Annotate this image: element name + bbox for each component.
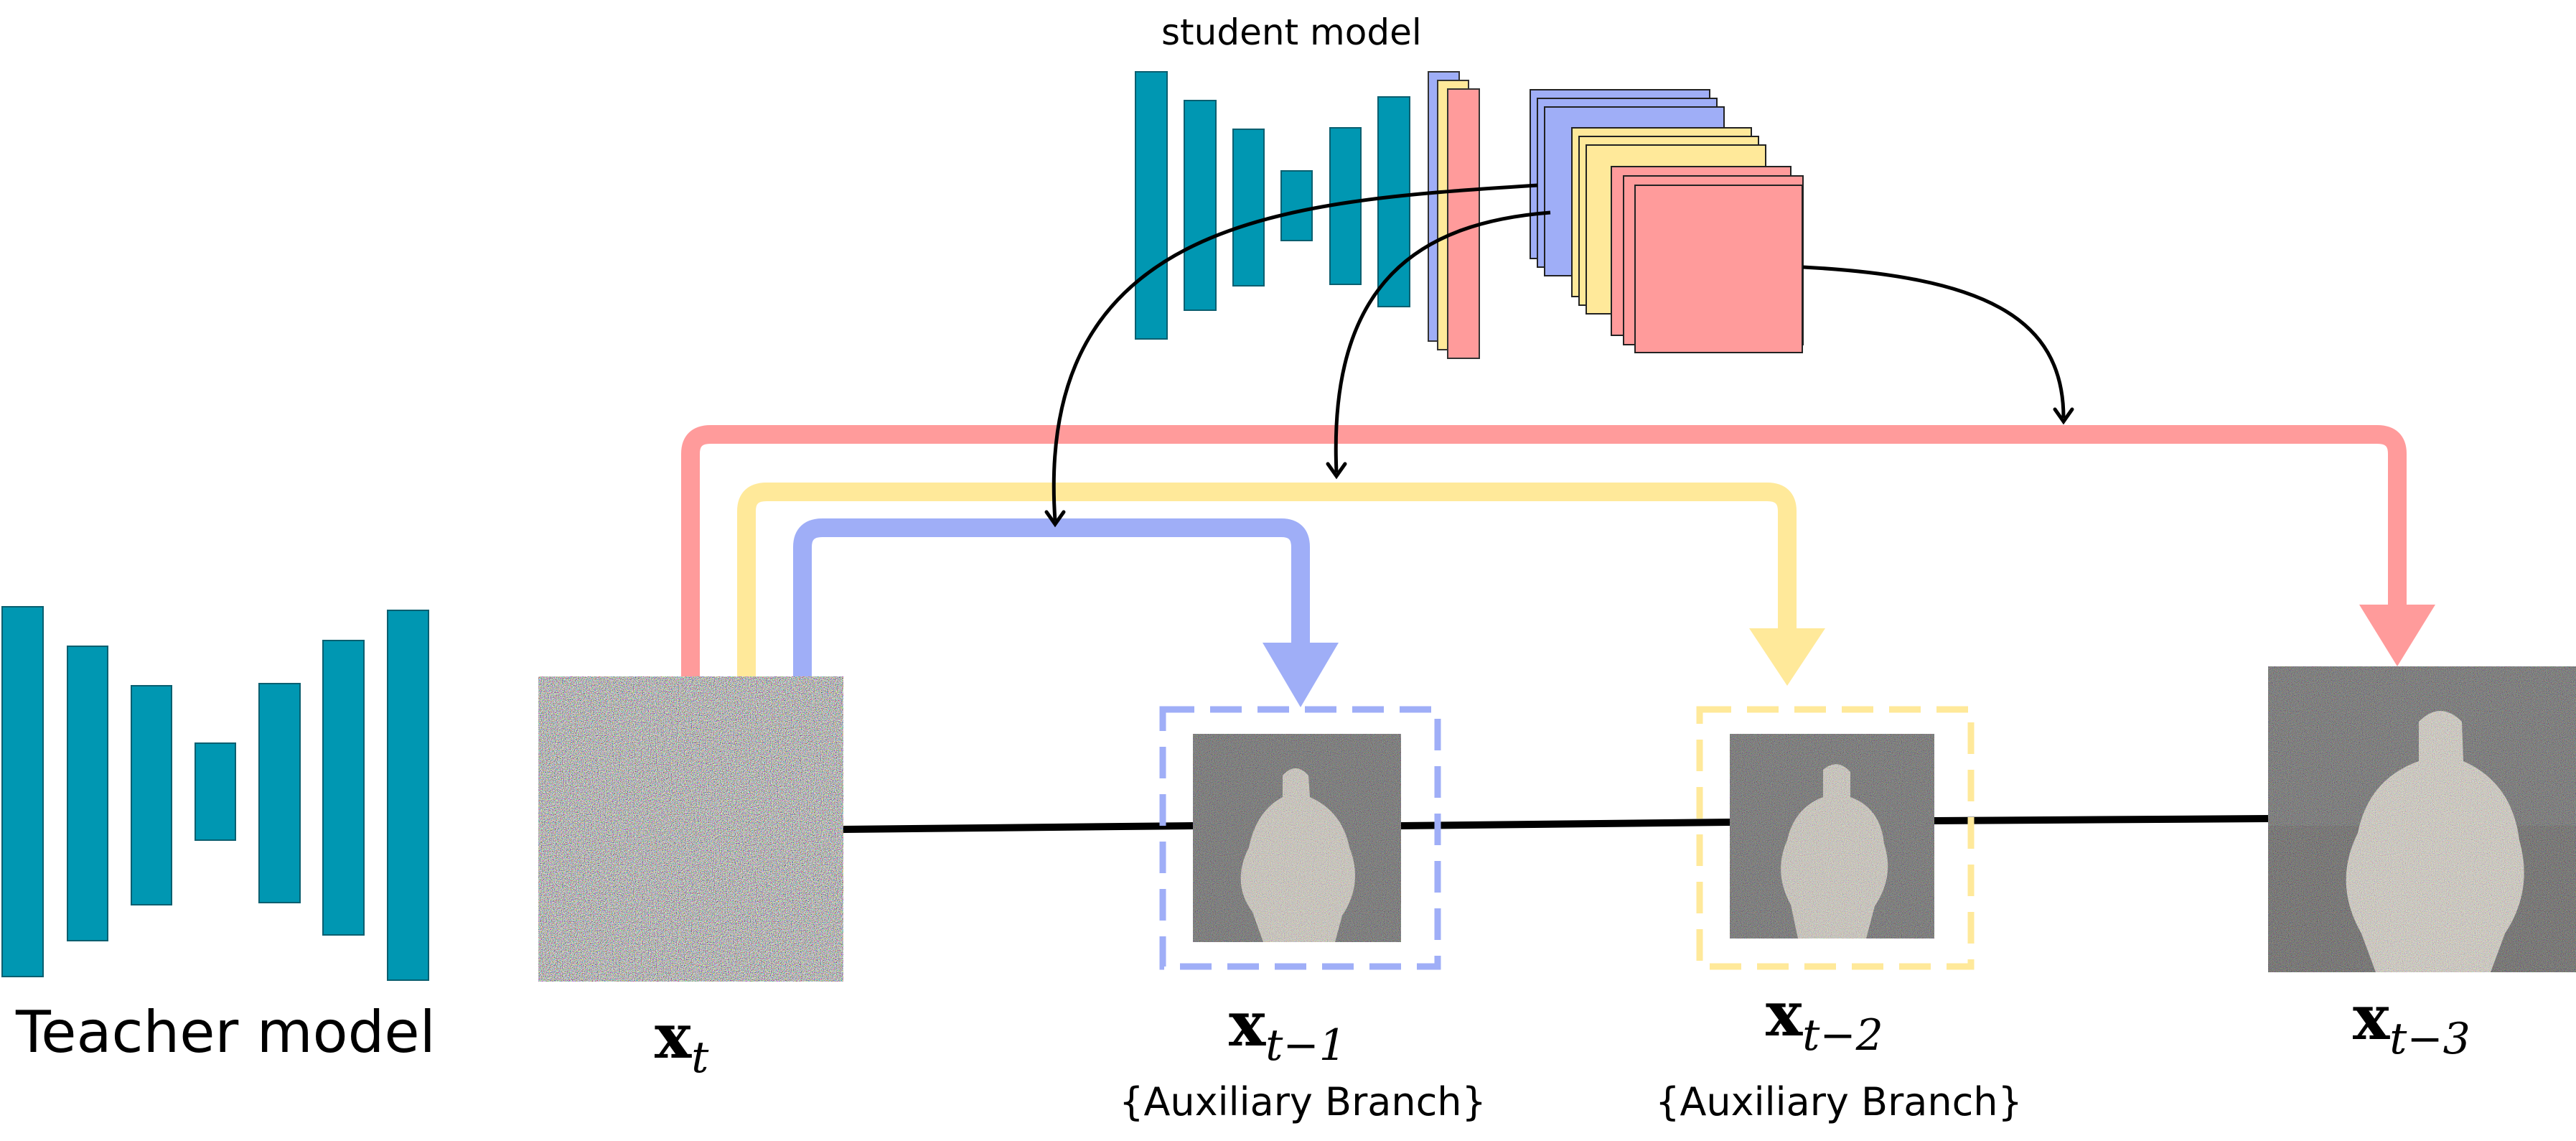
blue-path [793, 518, 1310, 676]
xt1-denoised-image [1193, 734, 1401, 942]
teacher-model-label: Teacher model [15, 999, 436, 1066]
teacher-unet-icon [1, 606, 429, 981]
student-unet-icon [1135, 71, 1410, 340]
student-output-heads [1428, 71, 1480, 359]
xt3-label-base: x [2353, 982, 2390, 1054]
xt2-label: xt−2 [1766, 978, 1883, 1061]
feature-to-path-arrows [1052, 183, 2066, 521]
red-path [681, 425, 2407, 676]
xt1-label: xt−1 [1229, 988, 1346, 1071]
aux-branch-label-1: {Auxiliary Branch} [1119, 1079, 1486, 1124]
red-arrowhead [2359, 605, 2435, 666]
xt3-label-sub: t−3 [2389, 1014, 2470, 1064]
aux-branch-frame-yellow [1696, 706, 1975, 970]
aux-branch-frame-blue [1159, 706, 1441, 970]
aux-branch-label-2: {Auxiliary Branch} [1655, 1079, 2023, 1124]
timeline-line [843, 815, 2269, 833]
blue-arrowhead [1263, 643, 1339, 707]
xt-label-base: x [655, 1000, 692, 1073]
xt1-label-sub: t−1 [1265, 1020, 1346, 1071]
xt-noise-image [538, 676, 843, 982]
student-model-label: student model [1161, 11, 1422, 53]
xt3-denoised-image [2268, 666, 2576, 972]
xt-label-sub: t [691, 1033, 709, 1083]
xt3-label: xt−3 [2353, 982, 2470, 1064]
arrow-tips [1044, 407, 2074, 528]
xt2-label-sub: t−2 [1802, 1010, 1883, 1061]
feature-map-stack-red [1611, 166, 1804, 353]
xt2-label-base: x [1766, 978, 1803, 1051]
xt1-label-base: x [1229, 988, 1266, 1061]
xt2-denoised-image [1730, 734, 1934, 939]
xt-label: xt [655, 1000, 709, 1083]
yellow-arrowhead [1749, 628, 1825, 686]
yellow-path [737, 483, 1797, 676]
